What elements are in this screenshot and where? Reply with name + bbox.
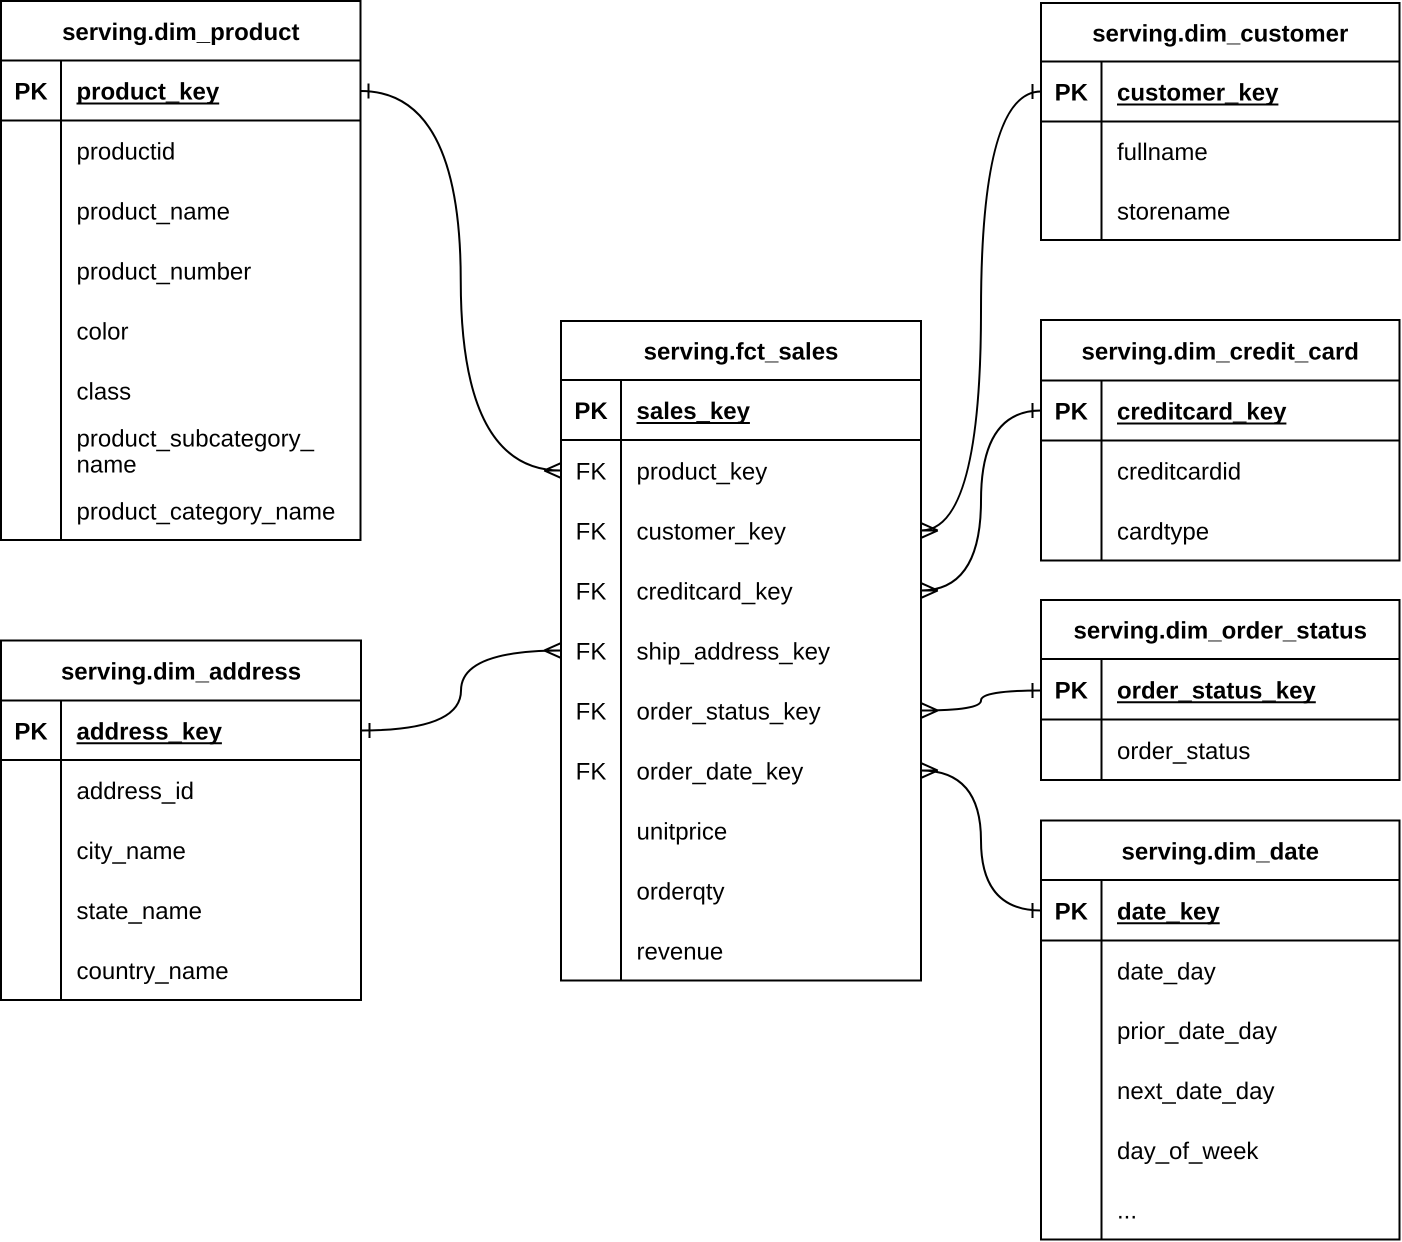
svg-text:PK: PK: [574, 398, 608, 425]
svg-text:order_status: order_status: [1117, 738, 1250, 765]
svg-text:color: color: [77, 319, 129, 346]
svg-text:product_number: product_number: [77, 259, 252, 286]
svg-text:serving.dim_address: serving.dim_address: [61, 659, 301, 686]
svg-text:productid: productid: [77, 139, 176, 166]
svg-text:FK: FK: [576, 639, 607, 666]
svg-text:FK: FK: [576, 579, 607, 606]
svg-text:country_name: country_name: [77, 958, 229, 985]
svg-text:product_key: product_key: [77, 79, 220, 106]
svg-text:class: class: [77, 379, 132, 406]
svg-text:order_status_key: order_status_key: [1117, 677, 1316, 704]
svg-text:order_date_key: order_date_key: [637, 759, 804, 786]
svg-text:cardtype: cardtype: [1117, 519, 1209, 546]
svg-text:name: name: [77, 452, 137, 479]
svg-text:customer_key: customer_key: [637, 519, 786, 546]
svg-text:serving.fct_sales: serving.fct_sales: [644, 339, 839, 366]
svg-text:creditcard_key: creditcard_key: [637, 579, 793, 606]
svg-text:unitprice: unitprice: [637, 819, 728, 846]
svg-text:creditcardid: creditcardid: [1117, 459, 1241, 486]
svg-text:product_name: product_name: [77, 199, 230, 226]
svg-text:serving.dim_customer: serving.dim_customer: [1092, 20, 1348, 47]
svg-text:serving.dim_date: serving.dim_date: [1122, 838, 1319, 865]
svg-text:FK: FK: [576, 459, 607, 486]
svg-text:serving.dim_credit_card: serving.dim_credit_card: [1082, 338, 1359, 365]
svg-text:ship_address_key: ship_address_key: [637, 639, 830, 666]
svg-text:PK: PK: [14, 718, 48, 745]
svg-text:day_of_week: day_of_week: [1117, 1138, 1259, 1165]
svg-text:serving.dim_order_status: serving.dim_order_status: [1074, 618, 1367, 645]
svg-text:customer_key: customer_key: [1117, 80, 1279, 107]
svg-text:product_subcategory_: product_subcategory_: [77, 426, 315, 453]
svg-text:FK: FK: [576, 519, 607, 546]
svg-text:revenue: revenue: [637, 939, 724, 966]
svg-text:FK: FK: [576, 699, 607, 726]
svg-text:address_id: address_id: [77, 778, 194, 805]
svg-text:sales_key: sales_key: [637, 398, 751, 425]
svg-text:fullname: fullname: [1117, 139, 1208, 166]
svg-text:next_date_day: next_date_day: [1117, 1078, 1274, 1105]
svg-text:city_name: city_name: [77, 838, 186, 865]
svg-text:order_status_key: order_status_key: [637, 699, 821, 726]
svg-text:product_category_name: product_category_name: [77, 499, 336, 526]
svg-text:PK: PK: [1055, 677, 1089, 704]
svg-text:...: ...: [1117, 1198, 1137, 1225]
svg-text:serving.dim_product: serving.dim_product: [62, 19, 299, 46]
svg-text:PK: PK: [14, 79, 48, 106]
svg-text:PK: PK: [1055, 898, 1089, 925]
svg-text:creditcard_key: creditcard_key: [1117, 399, 1287, 426]
svg-text:state_name: state_name: [77, 898, 202, 925]
svg-text:PK: PK: [1055, 80, 1089, 107]
svg-text:PK: PK: [1055, 399, 1089, 426]
svg-text:product_key: product_key: [637, 459, 768, 486]
svg-text:address_key: address_key: [77, 718, 223, 745]
svg-text:storename: storename: [1117, 198, 1230, 225]
svg-text:orderqty: orderqty: [637, 879, 725, 906]
svg-text:FK: FK: [576, 759, 607, 786]
svg-text:date_key: date_key: [1117, 898, 1220, 925]
svg-text:prior_date_day: prior_date_day: [1117, 1018, 1277, 1045]
svg-text:date_day: date_day: [1117, 958, 1216, 985]
